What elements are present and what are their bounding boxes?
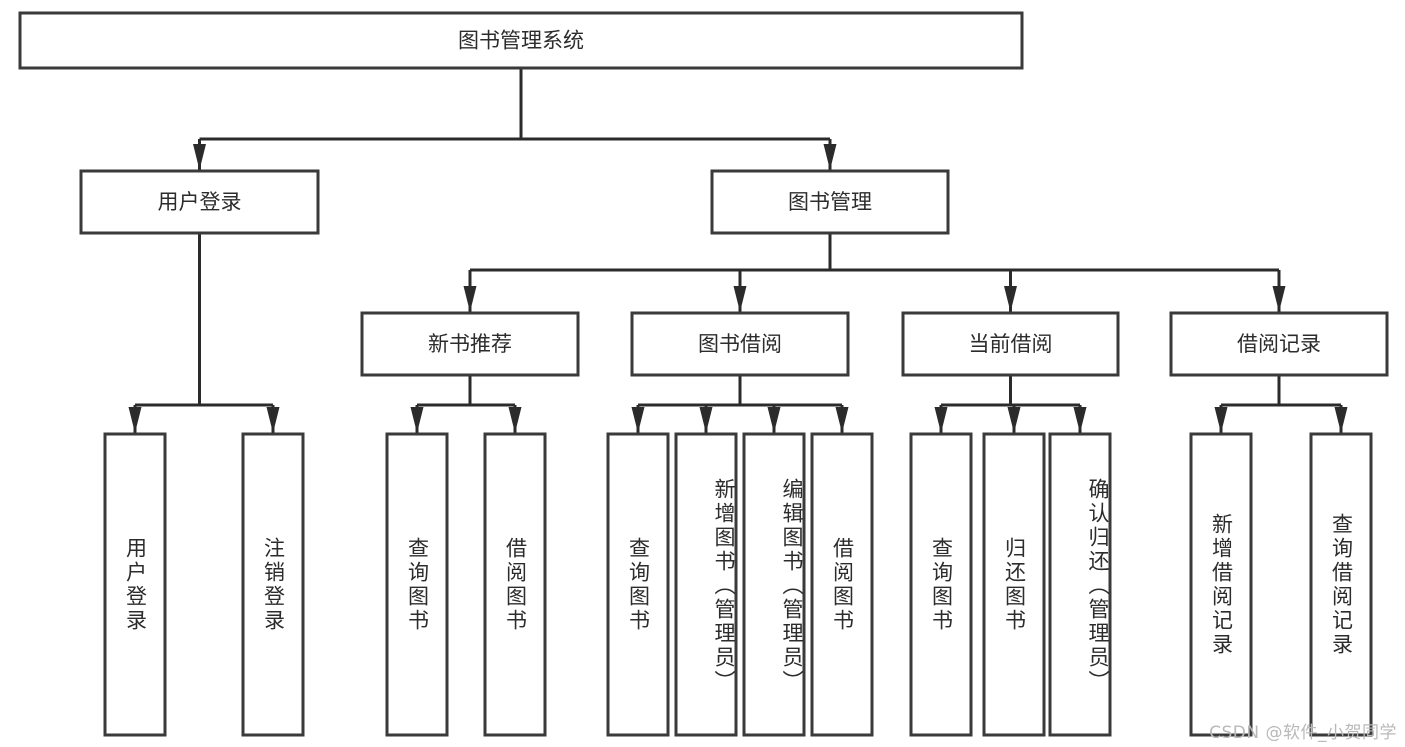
arrow-head-icon <box>410 407 424 433</box>
node-level1-0[interactable]: 用户登录 <box>79 169 320 235</box>
node-root-label: 图书管理系统 <box>458 29 584 53</box>
node-level2-0[interactable]: 新书推荐 <box>360 311 580 377</box>
arrow-head-icon <box>767 407 781 433</box>
node-leaf-1[interactable] <box>241 432 305 737</box>
node-leaf-6[interactable] <box>742 432 806 737</box>
arrow-head-icon <box>1334 407 1348 433</box>
node-level1-0-rect[interactable] <box>79 169 320 235</box>
node-leaf-5[interactable] <box>674 432 738 737</box>
arrow-head-icon <box>266 407 280 433</box>
node-root-rect[interactable] <box>18 11 1024 70</box>
node-leaf-3[interactable] <box>483 432 547 737</box>
node-level2-3-rect[interactable] <box>1169 311 1389 377</box>
node-leaf-8[interactable] <box>909 432 973 737</box>
node-leaf-0-rect[interactable] <box>103 432 167 737</box>
node-leaf-6-rect[interactable] <box>742 432 806 737</box>
node-leaf-10[interactable] <box>1048 432 1112 737</box>
arrow-head-icon <box>128 407 142 433</box>
node-leaf-0[interactable] <box>103 432 167 737</box>
node-leaf-7[interactable] <box>810 432 874 737</box>
node-leaf-8-rect[interactable] <box>909 432 973 737</box>
arrow-head-icon <box>1214 407 1228 433</box>
arrow-head-icon <box>193 144 206 170</box>
node-level2-2[interactable]: 当前借阅 <box>901 311 1120 377</box>
node-leaf-12-rect[interactable] <box>1309 432 1373 737</box>
node-level1-0-label: 用户登录 <box>158 190 242 214</box>
node-level2-2-label: 当前借阅 <box>969 332 1053 356</box>
node-leaf-9[interactable] <box>982 432 1046 737</box>
arrow-head-icon <box>1007 407 1021 433</box>
arrow-head-icon <box>823 144 837 170</box>
arrow-head-icon <box>835 407 849 433</box>
node-level2-2-rect[interactable] <box>901 311 1120 377</box>
node-leaf-11[interactable] <box>1189 432 1253 737</box>
node-level2-0-rect[interactable] <box>360 311 580 377</box>
node-level1-1[interactable]: 图书管理 <box>710 169 950 235</box>
node-level2-1-rect[interactable] <box>630 311 850 377</box>
node-level1-1-label: 图书管理 <box>788 190 872 214</box>
arrow-head-icon <box>1004 286 1017 312</box>
arrow-head-icon <box>1073 407 1087 433</box>
arrow-head-icon <box>699 407 713 433</box>
node-leaf-9-rect[interactable] <box>982 432 1046 737</box>
watermark-text: CSDN @软件_小贺同学 <box>1209 723 1397 743</box>
node-level2-3-label: 借阅记录 <box>1237 332 1321 356</box>
arrow-head-icon <box>733 286 747 312</box>
node-leaf-1-rect[interactable] <box>241 432 305 737</box>
node-root[interactable]: 图书管理系统 <box>18 11 1024 70</box>
node-leaf-12[interactable] <box>1309 432 1373 737</box>
node-leaf-4-rect[interactable] <box>606 432 670 737</box>
node-level2-0-label: 新书推荐 <box>428 332 512 356</box>
node-level2-1[interactable]: 图书借阅 <box>630 311 850 377</box>
arrow-head-icon <box>508 407 522 433</box>
node-leaf-7-rect[interactable] <box>810 432 874 737</box>
node-level2-1-label: 图书借阅 <box>698 332 782 356</box>
arrow-head-icon <box>463 286 477 312</box>
node-leaf-4[interactable] <box>606 432 670 737</box>
node-level2-3[interactable]: 借阅记录 <box>1169 311 1389 377</box>
arrow-head-icon <box>631 407 645 433</box>
node-leaf-11-rect[interactable] <box>1189 432 1253 737</box>
arrow-head-icon <box>934 407 948 433</box>
node-leaf-3-rect[interactable] <box>483 432 547 737</box>
node-leaf-2[interactable] <box>385 432 449 737</box>
node-leaf-5-rect[interactable] <box>674 432 738 737</box>
arrow-head-icon <box>1272 286 1286 312</box>
connector-lines <box>128 68 1348 433</box>
node-level1-1-rect[interactable] <box>710 169 950 235</box>
node-leaf-2-rect[interactable] <box>385 432 449 737</box>
node-leaf-10-rect[interactable] <box>1048 432 1112 737</box>
